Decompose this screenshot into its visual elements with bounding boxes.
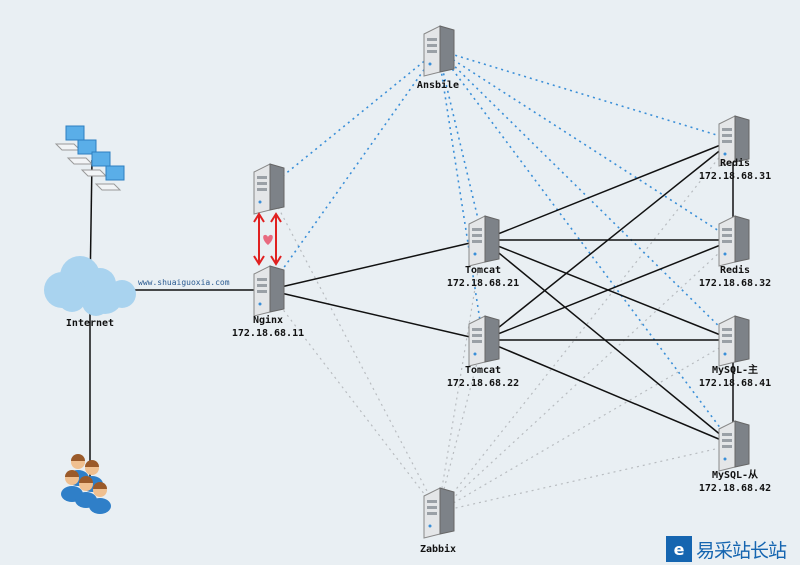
- node-ip: 172.18.68.21: [446, 278, 520, 289]
- server-icon-mysql_slave[interactable]: [718, 420, 750, 472]
- link-label: www.shuaiguoxia.com: [138, 278, 230, 287]
- zabbix-link-nginx: [267, 289, 439, 513]
- link-tomcat1-mysql_slave: [482, 239, 734, 446]
- server-icon-zabbix[interactable]: [423, 487, 455, 539]
- watermark-text: 易采站长站: [696, 539, 787, 562]
- mysql-slave-label: MySQL-从 172.18.68.42: [675, 469, 795, 495]
- node-name: Tomcat: [464, 265, 502, 276]
- ansible-label: Ansbile: [416, 80, 460, 91]
- tomcat2-label: Tomcat 172.18.68.22: [423, 364, 543, 390]
- node-name: Redis: [719, 158, 751, 169]
- node-name: Nginx: [252, 315, 284, 326]
- link-nginx-tomcat2: [267, 289, 484, 341]
- node-ip: 172.18.68.32: [698, 278, 772, 289]
- ansible-link-mysql_master: [437, 49, 734, 341]
- server-icon-redis2[interactable]: [718, 215, 750, 267]
- ansible-link-tomcat2: [437, 49, 484, 341]
- node-ip: 172.18.68.31: [698, 171, 772, 182]
- server-icon-ansible[interactable]: [423, 25, 455, 77]
- ansible-link-redis2: [437, 49, 734, 241]
- zabbix-link-tomcat1: [437, 239, 484, 513]
- node-ip: 172.18.68.11: [231, 328, 305, 339]
- users-icon: [61, 454, 111, 514]
- ansible-link-mysql_slave: [437, 49, 734, 446]
- link-tomcat2-redis1: [482, 139, 734, 341]
- redis1-label: Redis 172.18.68.31: [675, 157, 795, 183]
- server-icon-nginx[interactable]: [253, 265, 285, 317]
- node-ip: 172.18.68.42: [698, 483, 772, 494]
- node-name: MySQL-主: [711, 365, 759, 376]
- link-tomcat2-redis2: [482, 239, 734, 341]
- server-icon-tomcat1[interactable]: [468, 215, 500, 267]
- link-tomcat2-mysql_slave: [482, 339, 734, 446]
- link-tomcat1-redis1: [482, 139, 734, 241]
- ansible-link-redis1: [437, 49, 734, 141]
- logo-icon: e: [666, 536, 692, 562]
- server-icon-redis1[interactable]: [718, 115, 750, 167]
- redis2-label: Redis 172.18.68.32: [675, 264, 795, 290]
- server-icon-mysql_master[interactable]: [718, 315, 750, 367]
- server-icon-tomcat2[interactable]: [468, 315, 500, 367]
- zabbix-label: Zabbix: [419, 544, 457, 555]
- watermark-logo: e 易采站长站: [666, 533, 800, 565]
- mysql-master-label: MySQL-主 172.18.68.41: [675, 364, 795, 390]
- internet-label: Internet: [65, 318, 115, 329]
- tomcat1-label: Tomcat 172.18.68.21: [423, 264, 543, 290]
- internet-cloud-icon: [44, 256, 136, 316]
- heart-icon: [263, 234, 273, 245]
- node-name: MySQL-从: [711, 470, 759, 481]
- zabbix-link-redis2: [437, 239, 734, 513]
- zabbix-link-redis1: [437, 139, 734, 513]
- link-nginx-tomcat1: [267, 239, 484, 291]
- ansible-link-nginx: [267, 49, 439, 291]
- heartbeat-arrows: [253, 212, 282, 266]
- node-ip: 172.18.68.41: [698, 378, 772, 389]
- nginx-label: Nginx 172.18.68.11: [208, 314, 328, 340]
- node-name: Redis: [719, 265, 751, 276]
- client-computers-icon: [54, 125, 125, 191]
- ansible-link-nginx_backup: [267, 49, 439, 189]
- node-ip: 172.18.68.22: [446, 378, 520, 389]
- zabbix-link-mysql_slave: [437, 444, 734, 513]
- ansible-link-tomcat1: [437, 49, 484, 241]
- server-icon-nginx_backup[interactable]: [253, 163, 285, 215]
- zabbix-link-nginx_backup: [267, 187, 439, 513]
- node-name: Tomcat: [464, 365, 502, 376]
